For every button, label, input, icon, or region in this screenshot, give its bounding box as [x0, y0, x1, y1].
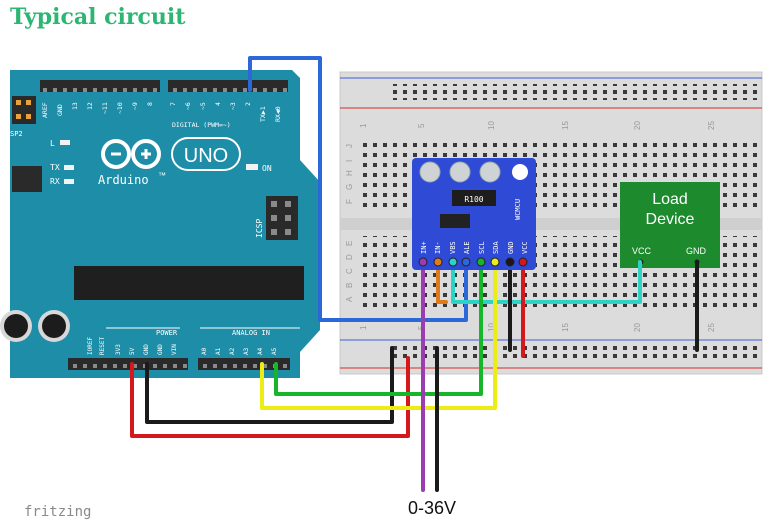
bb-col-number: 1	[359, 325, 368, 330]
arduino-pin-label: ~10	[116, 102, 124, 114]
bb-col-number: 5	[417, 123, 426, 128]
arduino-pin-label: A0	[201, 347, 208, 355]
arduino-pin-label: ~6	[184, 102, 192, 110]
load-title-line2: Device	[646, 211, 695, 228]
arduino-model-label: UNO	[184, 145, 228, 167]
arduino-power-label: POWER	[156, 329, 178, 337]
fritzing-watermark: fritzing	[24, 504, 91, 520]
arduino-pin-label: 2	[244, 102, 252, 106]
bb-col-number: 25	[707, 121, 716, 130]
sensor-pin-label: SDA	[492, 241, 500, 254]
load-device: Load Device VCC GND	[620, 182, 720, 268]
arduino-pin-label: 4	[214, 102, 222, 106]
bb-row-letter: E	[345, 241, 354, 246]
supply-voltage-label: 0-36V	[408, 498, 456, 518]
wire-red-5v	[130, 356, 410, 438]
sensor-pin-label: SCL	[478, 241, 486, 254]
sensor-pin-label: GND	[507, 241, 515, 254]
bb-col-number: 20	[633, 323, 642, 332]
arduino-pin-label: 3V3	[115, 344, 122, 355]
bb-col-number: 20	[633, 121, 642, 130]
arduino-brand-label: Arduino	[98, 173, 149, 187]
bb-row-letter: F	[345, 199, 354, 204]
arduino-pin-label: GND	[143, 344, 150, 355]
page-heading: Typical circuit	[10, 4, 186, 30]
arduino-sp2-label: SP2	[10, 130, 23, 138]
arduino-pin-label: A1	[215, 347, 222, 355]
arduino-led-rx-label: RX	[50, 177, 60, 186]
arduino-led-on-label: ON	[262, 164, 272, 173]
arduino-uno-board: AREF GND 13 12 ~11 ~10 ~9 8 7 ~6 ~5 4 ~3…	[0, 70, 320, 378]
arduino-pin-label: TX▶1	[259, 106, 267, 122]
sensor-pin-label: VCC	[521, 241, 529, 254]
bb-col-number: 25	[707, 323, 716, 332]
arduino-pin-label: A2	[229, 347, 236, 355]
arduino-pin-label: ~3	[229, 102, 237, 110]
arduino-pin-label: ~9	[131, 102, 139, 110]
wire-green-scl	[274, 260, 483, 396]
arduino-pin-label: 13	[71, 102, 79, 110]
shunt-resistor-label: R100	[464, 195, 483, 204]
wire-yellow-sda	[260, 260, 497, 410]
arduino-pin-label: RESET	[99, 337, 106, 355]
bb-row-letter: A	[345, 296, 354, 302]
wire-cyan	[451, 260, 642, 304]
bb-col-number: 15	[561, 121, 570, 130]
arduino-pin-label: A3	[243, 347, 250, 355]
bb-row-letter: H	[345, 170, 354, 176]
arduino-pin-label: A5	[271, 347, 278, 355]
bb-row-letter: B	[345, 283, 354, 288]
current-sensor-board: R100 WCMCU IN+ IN- VBS ALE SCL SDA GND V…	[412, 158, 536, 270]
bb-row-letter: D	[345, 254, 354, 260]
sensor-pin-label: IN-	[434, 241, 442, 254]
arduino-logo: UNO Arduino ™	[98, 137, 241, 187]
arduino-led-tx-label: TX	[50, 163, 60, 172]
arduino-analog-label: ANALOG IN	[232, 329, 270, 337]
arduino-pin-label: A4	[257, 347, 264, 355]
bb-col-number: 1	[359, 123, 368, 128]
load-pin-vcc-label: VCC	[632, 246, 652, 256]
sensor-pin-label: VBS	[449, 241, 457, 254]
load-pin-gnd-label: GND	[686, 246, 707, 256]
arduino-pin-label: 8	[146, 102, 154, 106]
arduino-pin-label: ~5	[199, 102, 207, 110]
wire-blue	[248, 56, 468, 322]
arduino-digital-label: DIGITAL (PWM=~)	[172, 121, 231, 129]
arduino-pin-label: ~11	[101, 102, 109, 114]
arduino-trademark: ™	[158, 171, 166, 180]
arduino-pin-label: IOREF	[87, 337, 94, 355]
bb-col-number: 10	[487, 323, 496, 332]
wires	[130, 56, 699, 492]
sensor-vendor-label: WCMCU	[514, 199, 522, 220]
arduino-icsp-label: ICSP	[255, 219, 264, 238]
bb-row-letter: C	[345, 268, 354, 274]
sensor-pin-label: ALE	[463, 241, 471, 254]
arduino-pin-label: AREF	[41, 102, 49, 118]
arduino-pin-label: GND	[157, 344, 164, 355]
wire-black-gnd	[145, 346, 394, 424]
bb-row-letter: J	[345, 144, 354, 148]
wire-orange	[436, 260, 448, 304]
arduino-pin-label: RX◀0	[274, 106, 282, 122]
arduino-pin-label: GND	[56, 104, 64, 116]
bb-row-letter: I	[345, 160, 354, 162]
arduino-pin-label: VIN	[171, 344, 178, 355]
sensor-pin-label: IN+	[420, 241, 428, 254]
arduino-led-l-label: L	[50, 139, 55, 148]
load-title-line1: Load	[652, 191, 688, 208]
bb-col-number: 15	[561, 323, 570, 332]
arduino-pin-label: 7	[169, 102, 177, 106]
arduino-pin-label: 12	[86, 102, 94, 110]
arduino-pin-label: 5V	[129, 347, 136, 355]
bb-row-letter: G	[345, 184, 354, 190]
bb-col-number: 10	[487, 121, 496, 130]
